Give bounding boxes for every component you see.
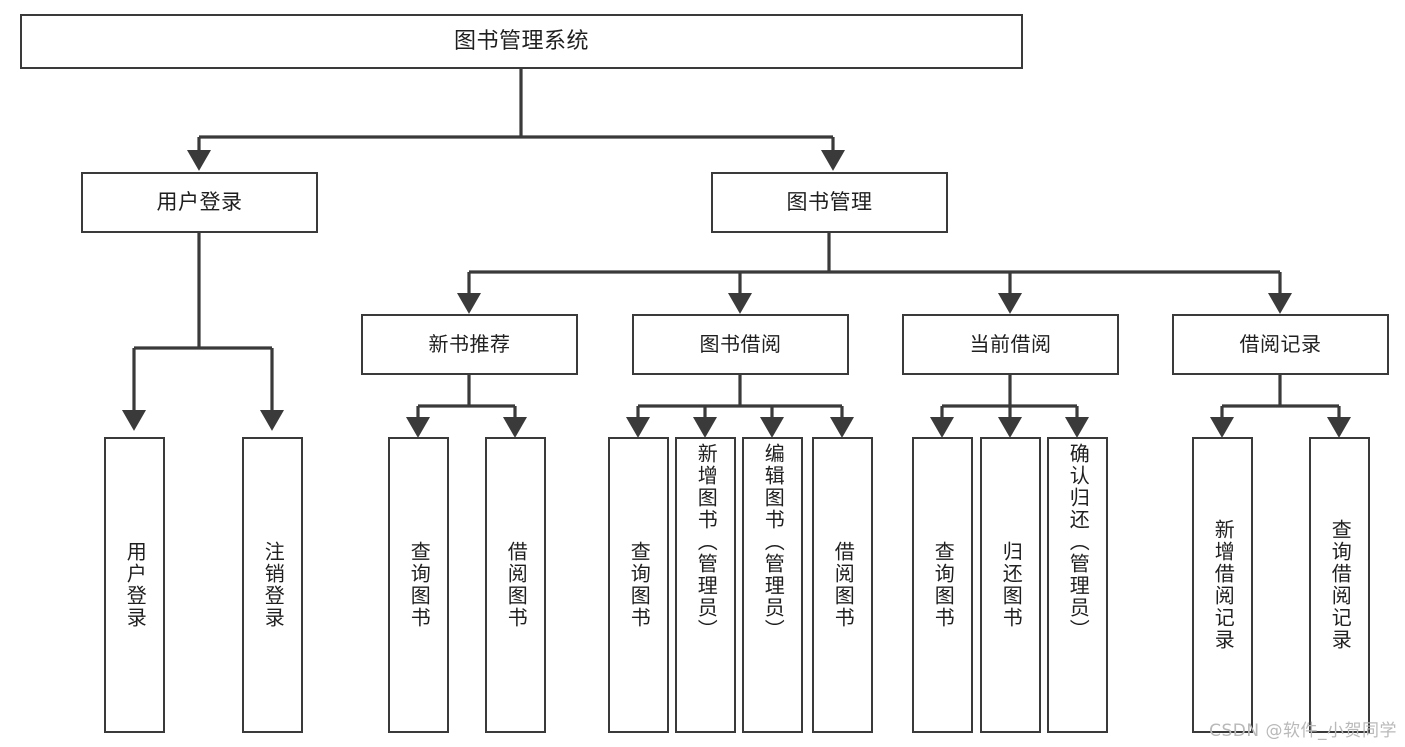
- node-label: 查询借阅记录: [1328, 519, 1353, 651]
- node-book-management[interactable]: 图书管理: [711, 172, 948, 233]
- node-label: 用户登录: [123, 541, 148, 629]
- watermark: CSDN @软件_小贺同学: [1209, 721, 1397, 741]
- node-current-borrow[interactable]: 当前借阅: [902, 314, 1119, 375]
- node-label: 图书借阅: [699, 332, 782, 356]
- leaf-current-borrow-query-book[interactable]: 查询图书: [912, 437, 973, 733]
- node-root-book-management-system[interactable]: 图书管理系统: [20, 14, 1023, 69]
- node-label: 查询图书: [931, 541, 956, 629]
- node-book-borrow[interactable]: 图书借阅: [632, 314, 849, 375]
- leaf-borrow-record-add-record[interactable]: 新增借阅记录: [1192, 437, 1253, 733]
- leaf-current-borrow-confirm-return-admin[interactable]: 确认归还（管理员）: [1047, 437, 1108, 733]
- node-label: 借阅记录: [1239, 332, 1322, 356]
- leaf-book-borrow-add-book-admin[interactable]: 新增图书（管理员）: [675, 437, 736, 733]
- node-label: 确认归还（管理员）: [1066, 443, 1091, 641]
- node-label: 图书管理: [786, 190, 873, 215]
- node-label: 图书管理系统: [453, 28, 589, 54]
- node-label: 当前借阅: [969, 332, 1052, 356]
- node-label: 新增图书（管理员）: [694, 443, 719, 641]
- node-label: 归还图书: [999, 541, 1024, 629]
- node-borrow-record[interactable]: 借阅记录: [1172, 314, 1389, 375]
- leaf-new-book-borrow-book[interactable]: 借阅图书: [485, 437, 546, 733]
- leaf-book-borrow-borrow-book[interactable]: 借阅图书: [812, 437, 873, 733]
- node-label: 借阅图书: [831, 541, 856, 629]
- leaf-book-borrow-edit-book-admin[interactable]: 编辑图书（管理员）: [742, 437, 803, 733]
- node-label: 借阅图书: [504, 541, 529, 629]
- leaf-current-borrow-return-book[interactable]: 归还图书: [980, 437, 1041, 733]
- node-label: 查询图书: [627, 541, 652, 629]
- leaf-user-login-login[interactable]: 用户登录: [104, 437, 165, 733]
- node-label: 新增借阅记录: [1211, 519, 1236, 651]
- leaf-book-borrow-query-book[interactable]: 查询图书: [608, 437, 669, 733]
- leaf-user-login-logout[interactable]: 注销登录: [242, 437, 303, 733]
- node-label: 新书推荐: [428, 332, 511, 356]
- leaf-new-book-query-book[interactable]: 查询图书: [388, 437, 449, 733]
- node-label: 用户登录: [156, 190, 243, 215]
- node-new-book-recommend[interactable]: 新书推荐: [361, 314, 578, 375]
- node-user-login[interactable]: 用户登录: [81, 172, 318, 233]
- leaf-borrow-record-query-record[interactable]: 查询借阅记录: [1309, 437, 1370, 733]
- node-label: 编辑图书（管理员）: [761, 443, 786, 641]
- node-label: 注销登录: [261, 541, 286, 629]
- node-label: 查询图书: [407, 541, 432, 629]
